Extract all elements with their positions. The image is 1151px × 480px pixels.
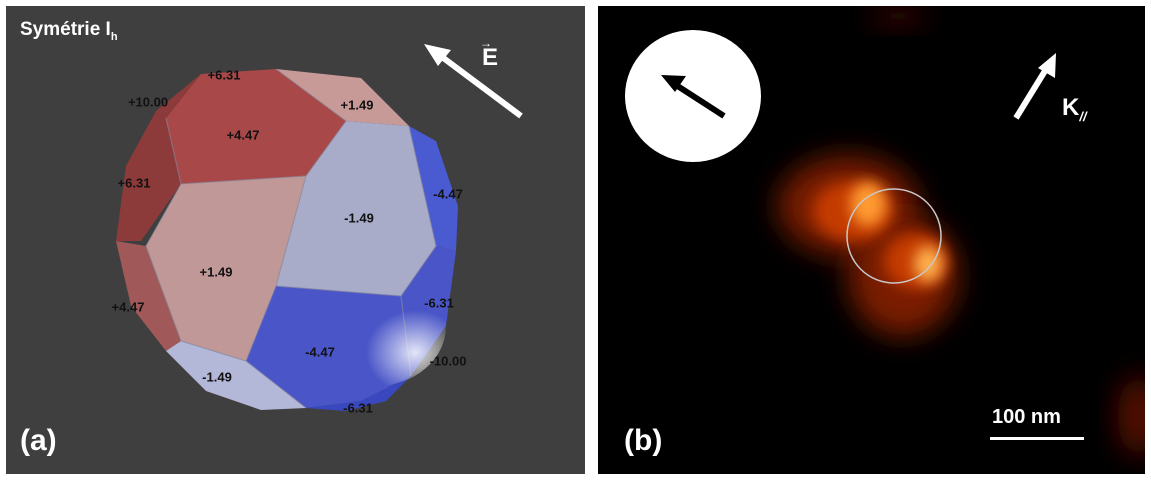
field-label: E <box>482 44 499 71</box>
wavevector-arrow <box>1013 53 1056 120</box>
face-top-left <box>166 69 346 184</box>
face-value: -10.00 <box>429 353 467 369</box>
particle-outline <box>846 188 942 284</box>
sphere-figure <box>116 44 523 411</box>
face-bottom-left <box>166 341 306 410</box>
panel-b: K// 100 nm (b) <box>598 6 1145 474</box>
face-right-rim <box>409 126 458 251</box>
face-top <box>276 69 409 126</box>
face-bottom-rim <box>306 376 411 411</box>
panel-a: Symétrie Ih → E +6.31 +10.00 +4.47 +1.49… <box>6 6 585 474</box>
polarization-arrow <box>661 75 726 119</box>
panel-label-a: (a) <box>20 424 57 457</box>
face-value: +1.49 <box>199 264 233 280</box>
face-left-low <box>116 241 181 351</box>
wavevector-label-text: K <box>1062 94 1080 121</box>
face-value: -6.31 <box>424 295 454 311</box>
face-value: +4.47 <box>226 127 260 143</box>
specular-highlight <box>306 266 446 386</box>
face-value: -4.47 <box>305 344 335 360</box>
scale-bar <box>990 437 1084 440</box>
panel-label-b: (b) <box>624 424 663 457</box>
face-value: +10.00 <box>127 94 169 110</box>
symmetry-title-sub: h <box>110 30 118 43</box>
face-left-rim <box>116 74 201 241</box>
scale-bar-label: 100 nm <box>992 406 1061 428</box>
face-value: -4.47 <box>433 186 463 202</box>
hotspot-glow <box>778 6 1145 456</box>
face-value: +6.31 <box>117 175 151 191</box>
vector-arrow-glyph: → <box>480 36 492 50</box>
face-center-right <box>276 121 436 296</box>
symmetry-title: Symétrie Ih <box>20 19 118 43</box>
face-value: +4.47 <box>111 299 145 315</box>
face-value: -6.31 <box>343 400 373 416</box>
symmetry-title-text: Symétrie I <box>20 19 111 40</box>
face-value: +1.49 <box>340 97 374 113</box>
near-field-map <box>625 6 1145 456</box>
e-field-arrow <box>424 44 523 119</box>
face-center-left <box>146 176 306 361</box>
wavevector-label-sub: // <box>1079 108 1087 124</box>
face-value: -1.49 <box>202 369 232 385</box>
wavevector-label: K// <box>1062 94 1087 124</box>
face-value: -1.49 <box>344 210 374 226</box>
face-value: +6.31 <box>207 67 241 83</box>
